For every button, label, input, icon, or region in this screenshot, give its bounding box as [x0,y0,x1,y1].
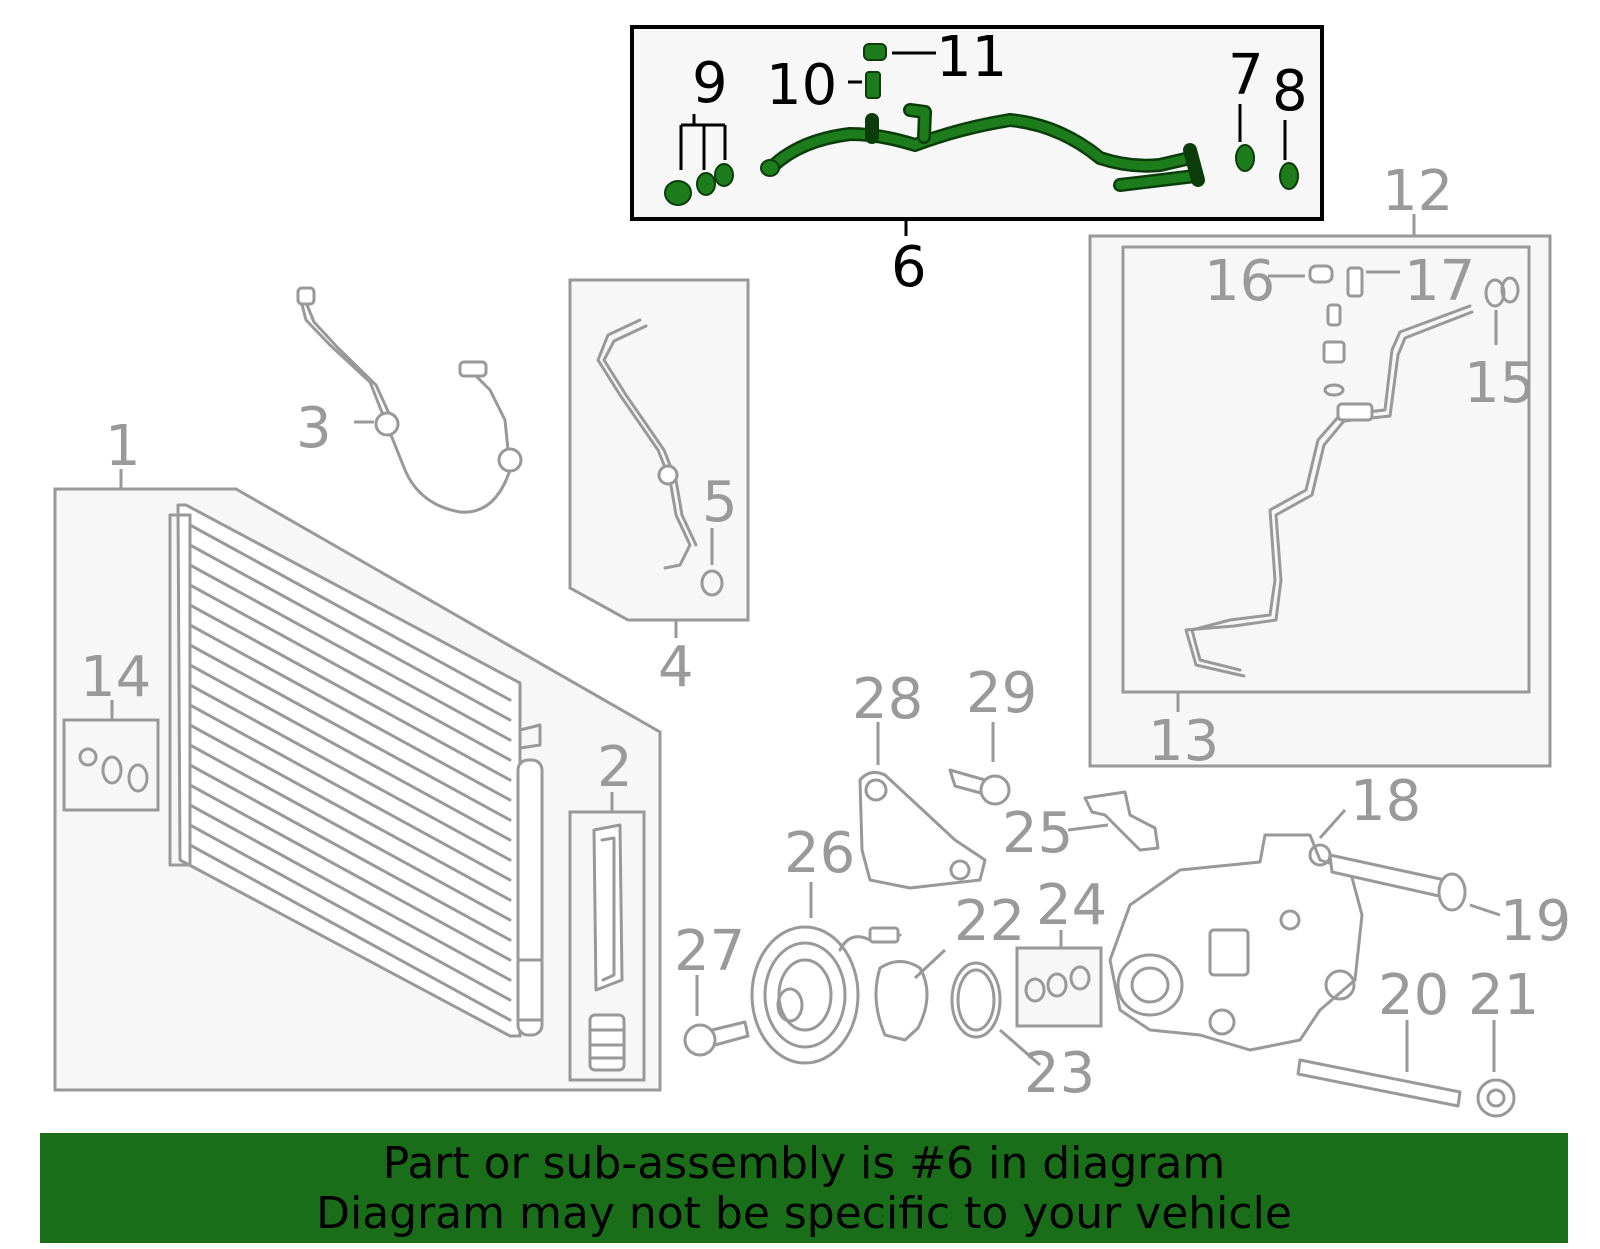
label-18: 18 [1350,769,1421,834]
label-13: 13 [1148,709,1219,774]
label-10: 10 [766,53,837,118]
label-2: 2 [597,735,633,800]
label-3: 3 [296,396,332,461]
label-5: 5 [702,470,738,535]
label-23: 23 [1024,1041,1095,1106]
label-29: 29 [966,661,1037,726]
label-11: 11 [936,25,1007,90]
label-19: 19 [1500,889,1571,954]
compressor-group[interactable] [683,722,1516,1118]
label-25: 25 [1002,801,1073,866]
banner-line-1: Part or sub-assembly is #6 in diagram [382,1138,1226,1189]
label-4: 4 [658,635,694,700]
part-3-group[interactable] [296,286,523,514]
label-7: 7 [1228,43,1264,108]
part-6-group[interactable] [630,25,1324,236]
part-4-group[interactable] [568,278,750,638]
banner-line-2: Diagram may not be specific to your vehi… [316,1188,1292,1239]
label-24: 24 [1036,873,1107,938]
label-12: 12 [1382,159,1453,224]
label-21: 21 [1468,963,1539,1028]
label-6: 6 [891,235,927,300]
label-1: 1 [105,414,141,479]
label-26: 26 [784,821,855,886]
info-banner: Part or sub-assembly is #6 in diagram Di… [40,1133,1568,1243]
part-12-group[interactable] [1088,214,1552,768]
label-16: 16 [1204,249,1275,314]
label-8: 8 [1272,59,1308,124]
label-15: 15 [1464,351,1535,416]
label-28: 28 [852,667,923,732]
label-9: 9 [692,51,728,116]
label-22: 22 [954,889,1025,954]
label-20: 20 [1378,963,1449,1028]
label-14: 14 [80,645,151,710]
part-1-group[interactable] [53,469,662,1092]
label-27: 27 [674,919,745,984]
condenser-fins [188,523,512,1022]
label-17: 17 [1404,249,1475,314]
